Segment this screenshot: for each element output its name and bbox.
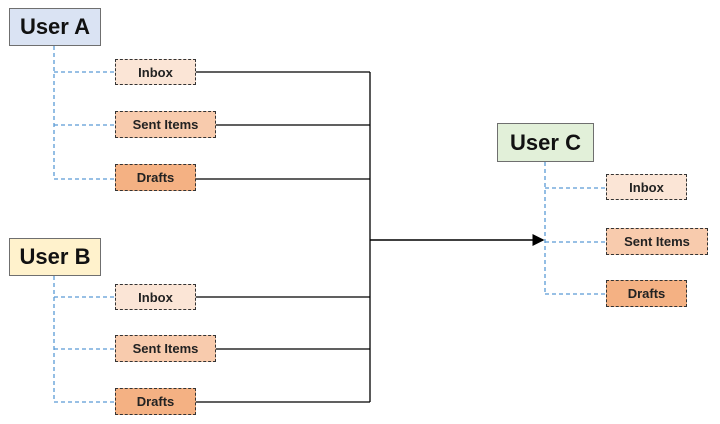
user-a-tree-lines (53, 46, 115, 180)
user-a-label: User A (19, 14, 91, 39)
user-c-label: User C (510, 129, 581, 155)
user-a-drafts-folder: Drafts (115, 164, 196, 191)
user-b-tree-lines (53, 276, 115, 403)
folder-label: Sent Items (132, 341, 199, 356)
user-a-sent-items-folder: Sent Items (115, 111, 216, 138)
user-c-inbox-folder: Inbox (606, 174, 687, 200)
user-b-box: User B (9, 238, 101, 276)
folder-label: Drafts (627, 286, 666, 301)
user-b-label: User B (19, 244, 91, 269)
merge-connectors (196, 71, 371, 403)
user-c-sent-items-folder: Sent Items (606, 228, 708, 255)
user-c-box: User C (497, 123, 594, 162)
folder-label: Sent Items (132, 117, 199, 132)
user-c-tree-lines (544, 162, 606, 295)
folder-label: Inbox (629, 179, 664, 195)
user-b-sent-items-folder: Sent Items (115, 335, 216, 362)
user-c-drafts-folder: Drafts (606, 280, 687, 307)
folder-label: Drafts (136, 170, 175, 185)
user-b-inbox-folder: Inbox (115, 284, 196, 310)
folder-label: Inbox (138, 64, 173, 80)
user-b-drafts-folder: Drafts (115, 388, 196, 415)
user-a-box: User A (9, 8, 101, 46)
folder-label: Drafts (136, 394, 175, 409)
folder-label: Sent Items (624, 234, 690, 249)
folder-label: Inbox (138, 289, 173, 305)
user-a-inbox-folder: Inbox (115, 59, 196, 85)
